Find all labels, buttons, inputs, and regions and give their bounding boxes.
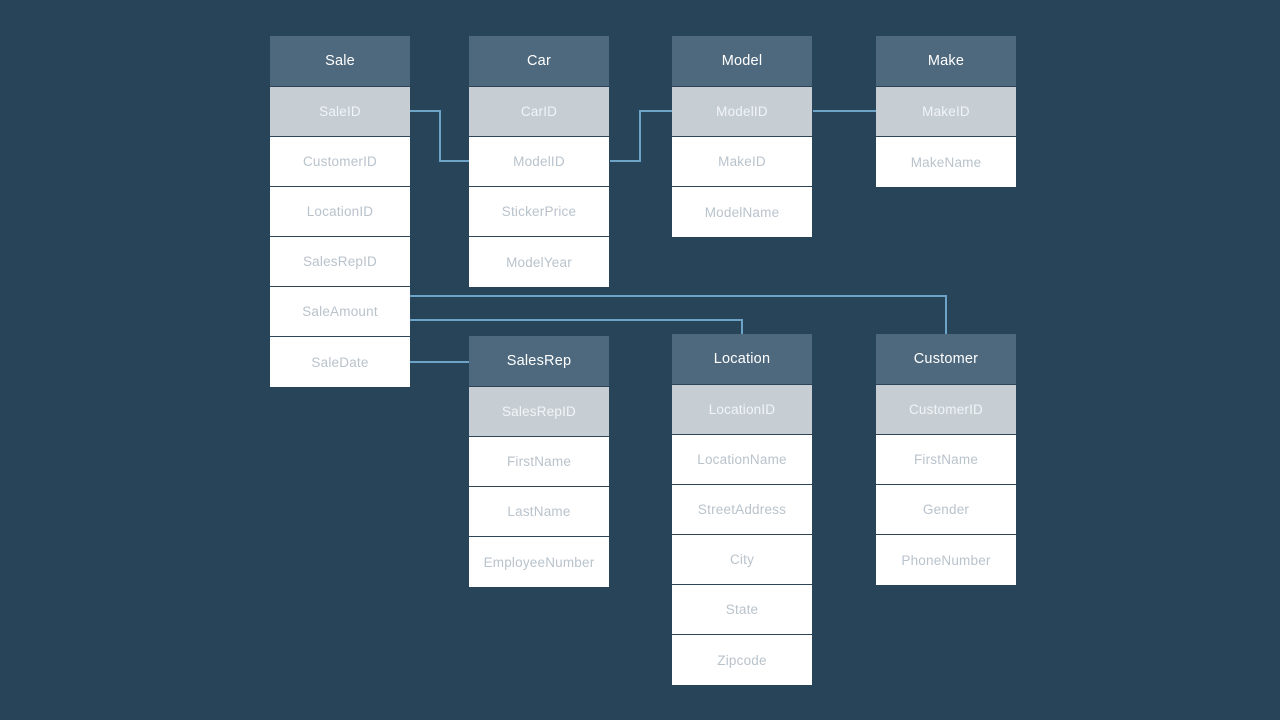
field-salesrep-3[interactable]: EmployeeNumber (469, 537, 609, 587)
primary-key-field-make-0[interactable]: MakeID (876, 87, 1016, 137)
entity-title-customer: Customer (876, 334, 1016, 385)
field-car-1[interactable]: ModelID (469, 137, 609, 187)
primary-key-field-salesrep-0[interactable]: SalesRepID (469, 387, 609, 437)
entity-title-location: Location (672, 334, 812, 385)
field-make-1[interactable]: MakeName (876, 137, 1016, 187)
field-location-3[interactable]: City (672, 535, 812, 585)
connector-sale-customer (410, 295, 947, 334)
primary-key-field-sale-0[interactable]: SaleID (270, 87, 410, 137)
field-car-2[interactable]: StickerPrice (469, 187, 609, 237)
field-sale-4[interactable]: SaleAmount (270, 287, 410, 337)
field-customer-2[interactable]: Gender (876, 485, 1016, 535)
connector-sale-location (410, 319, 743, 334)
primary-key-field-car-0[interactable]: CarID (469, 87, 609, 137)
entity-title-make: Make (876, 36, 1016, 87)
field-salesrep-2[interactable]: LastName (469, 487, 609, 537)
entity-title-sale: Sale (270, 36, 410, 87)
entity-title-salesrep: SalesRep (469, 336, 609, 387)
field-location-5[interactable]: Zipcode (672, 635, 812, 685)
connector-sale-car (410, 110, 470, 162)
entity-title-model: Model (672, 36, 812, 87)
field-model-2[interactable]: ModelName (672, 187, 812, 237)
field-model-1[interactable]: MakeID (672, 137, 812, 187)
field-location-2[interactable]: StreetAddress (672, 485, 812, 535)
connector-car-model (610, 110, 672, 162)
field-customer-1[interactable]: FirstName (876, 435, 1016, 485)
field-customer-3[interactable]: PhoneNumber (876, 535, 1016, 585)
entity-title-car: Car (469, 36, 609, 87)
field-sale-1[interactable]: CustomerID (270, 137, 410, 187)
field-location-4[interactable]: State (672, 585, 812, 635)
field-salesrep-1[interactable]: FirstName (469, 437, 609, 487)
field-sale-2[interactable]: LocationID (270, 187, 410, 237)
primary-key-field-location-0[interactable]: LocationID (672, 385, 812, 435)
field-sale-5[interactable]: SaleDate (270, 337, 410, 387)
field-location-1[interactable]: LocationName (672, 435, 812, 485)
primary-key-field-model-0[interactable]: ModelID (672, 87, 812, 137)
primary-key-field-customer-0[interactable]: CustomerID (876, 385, 1016, 435)
field-sale-3[interactable]: SalesRepID (270, 237, 410, 287)
field-car-3[interactable]: ModelYear (469, 237, 609, 287)
